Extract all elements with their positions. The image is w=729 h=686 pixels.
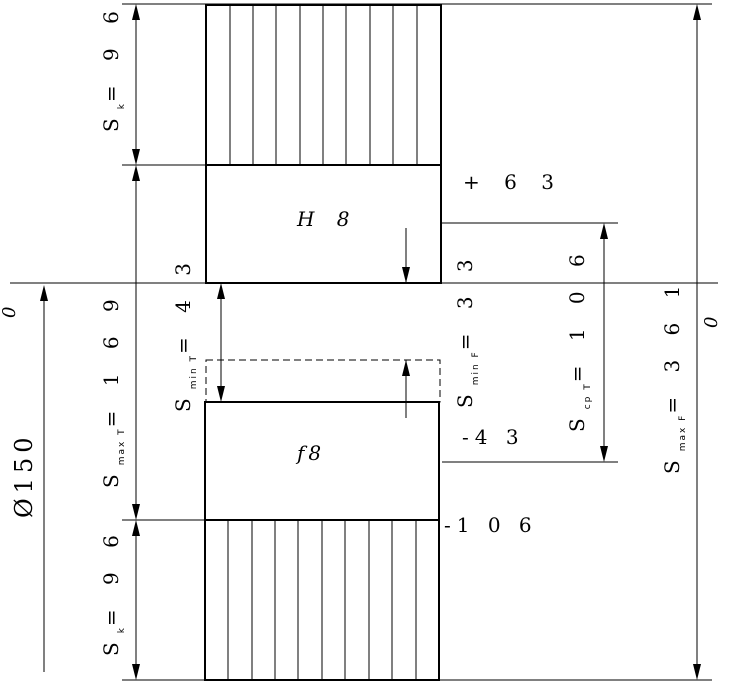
svg-text:Smax F= 3 6 1: Smax F= 3 6 1 — [660, 277, 688, 474]
shaft-field-label: f8 — [295, 441, 325, 465]
dim-smin-t-label: Smin T= 4 3 — [171, 254, 199, 412]
zero-label-left: 0 — [0, 299, 20, 318]
dim-sk-bottom-line — [132, 520, 140, 680]
zero-label-right: 0 — [701, 309, 722, 328]
dim-sk-top-label: Sk= 9 6 — [99, 2, 127, 132]
shaft-upper-dev-label: -4 3 — [462, 425, 525, 449]
upper-hatched-block — [205, 4, 442, 166]
svg-text:Smin T= 4 3: Smin T= 4 3 — [171, 254, 199, 412]
shaft-dashed-outline — [205, 359, 441, 403]
dim-sk-top-line — [132, 4, 140, 165]
dim-smin-f-label: Smin F= 3 3 — [453, 250, 481, 408]
dim-scp-t-label: Scp T= 1 0 6 — [565, 245, 593, 432]
hole-upper-dev-label: + 6 3 — [463, 170, 563, 194]
hole-tolerance-zone — [205, 164, 442, 284]
dim-diameter-line — [40, 285, 48, 672]
dim-smax-f-label: Smax F= 3 6 1 — [660, 277, 688, 474]
lower-hatched-block — [204, 519, 440, 681]
dim-smax-t-label: Smax T= 1 6 9 — [99, 290, 127, 488]
dim-sk-bottom-label: Sk= 9 6 — [99, 526, 127, 656]
svg-text:Smin F= 3 3: Smin F= 3 3 — [453, 250, 481, 408]
svg-text:Sk= 9 6: Sk= 9 6 — [99, 526, 127, 656]
diameter-label: Ø150 — [10, 433, 38, 518]
svg-text:Smax T= 1 6 9: Smax T= 1 6 9 — [99, 290, 127, 488]
svg-text:Sk= 9 6: Sk= 9 6 — [99, 2, 127, 132]
svg-text:Scp T= 1 0 6: Scp T= 1 0 6 — [565, 245, 593, 432]
shaft-lower-dev-label: -1 0 6 — [444, 513, 538, 537]
dim-smax-t-line — [132, 165, 140, 520]
dim-smin-f-line — [402, 228, 410, 418]
dim-smin-t-line — [217, 283, 225, 402]
dim-smax-f-line — [693, 4, 701, 680]
hole-field-label: H 8 — [296, 207, 358, 231]
dim-scp-t-line — [600, 223, 608, 462]
